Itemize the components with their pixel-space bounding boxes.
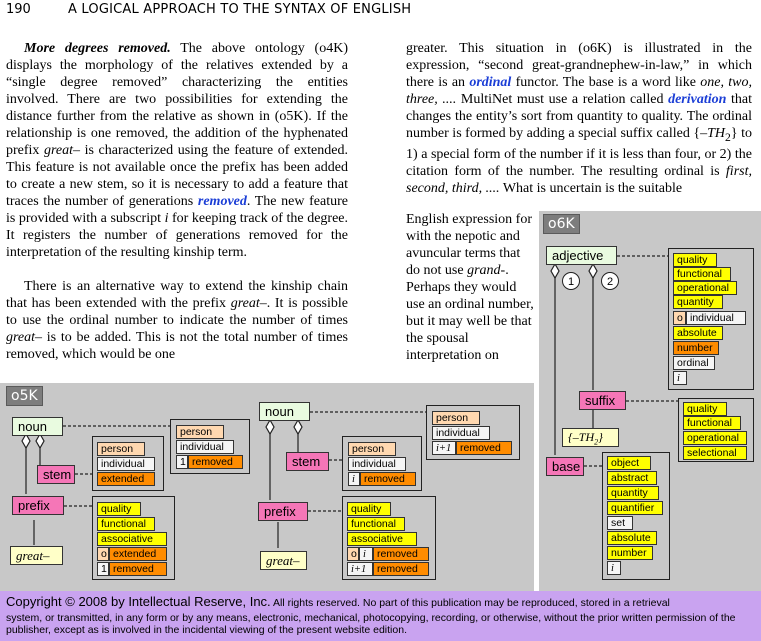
- page-number: 190: [6, 2, 31, 17]
- copyright-notice: Copyright © 2008 by Intellectual Reserve…: [6, 594, 271, 609]
- term-removed: removed: [197, 194, 247, 209]
- feature-row: quantifier: [607, 501, 663, 515]
- feature-row: ordinal: [673, 356, 715, 370]
- right-column: greater. This situation in (o6K) is illu…: [406, 40, 752, 197]
- adjective-node: adjective: [546, 246, 617, 265]
- great-node-2: great–: [260, 551, 307, 570]
- feature-row: abstract: [607, 471, 657, 485]
- diagram-o5k-tag: o5K: [6, 386, 43, 406]
- feature-row: operational: [683, 431, 747, 445]
- argument-2-circle: 2: [601, 272, 619, 290]
- feature-row: operational: [673, 281, 737, 295]
- running-title: A LOGICAL APPROACH TO THE SYNTAX OF ENGL…: [68, 2, 412, 17]
- feature-row: quality: [683, 402, 727, 416]
- stem-feature-box: person individual extended: [92, 436, 164, 491]
- running-header: 190 A LOGICAL APPROACH TO THE SYNTAX OF …: [4, 1, 759, 21]
- feature-row: number: [673, 341, 719, 355]
- right-column-narrow: English expression for with the nepotic …: [406, 212, 534, 363]
- feature-row: quality: [673, 253, 717, 267]
- feature-row: functional: [673, 267, 731, 281]
- feature-row: quantity: [607, 486, 659, 500]
- diagram-o6k-tag: o6K: [543, 214, 580, 234]
- feature-row: object: [607, 456, 651, 470]
- prefix-node-2: prefix: [258, 502, 308, 521]
- great-node: great–: [10, 546, 63, 565]
- paragraph-more-degrees: More degrees removed. The above ontology…: [6, 41, 348, 260]
- noun-node-2: noun: [259, 402, 310, 421]
- prefix-node: prefix: [12, 496, 64, 515]
- term-derivation: derivation: [668, 92, 727, 107]
- feature-row: absolute: [673, 326, 723, 340]
- th2-node: {–TH2}: [562, 428, 619, 447]
- prefix-feature-box: quality functional associative o extende…: [92, 496, 175, 580]
- left-column: More degrees removed. The above ontology…: [6, 40, 348, 363]
- prefix2-feature-box: quality functional associative o i remov…: [342, 496, 436, 580]
- paragraph-ordinal: greater. This situation in (o6K) is illu…: [406, 41, 753, 196]
- paragraph-heading: More degrees removed.: [24, 41, 171, 56]
- rights-statement: system, or transmitted, in any form or b…: [6, 612, 736, 636]
- feature-row: o: [673, 311, 686, 325]
- stem-node-2: stem: [286, 452, 329, 471]
- stem-node: stem: [37, 465, 75, 484]
- stem2-feature-box: person individual i removed: [342, 436, 422, 491]
- feature-row: functional: [683, 416, 741, 430]
- feature-row: selectional: [683, 446, 747, 460]
- copyright-footer: Copyright © 2008 by Intellectual Reserve…: [0, 591, 761, 641]
- feature-row: absolute: [607, 531, 657, 545]
- term-ordinal: ordinal: [469, 75, 512, 90]
- noun-node: noun: [12, 417, 63, 436]
- feature-row: number: [607, 546, 653, 560]
- feature-row: i: [673, 371, 687, 385]
- feature-row: quantity: [673, 295, 723, 309]
- argument-1-circle: 1: [562, 272, 580, 290]
- feature-row: i: [607, 561, 621, 575]
- feature-row: set: [607, 516, 633, 530]
- base-node: base: [546, 457, 584, 476]
- feature-row: individual: [686, 311, 746, 325]
- suffix-node: suffix: [579, 391, 626, 410]
- noun2-feature-box: person individual i+1 removed: [426, 405, 520, 460]
- noun-feature-box: person individual 1 removed: [170, 419, 250, 474]
- paragraph-alternative: There is an alternative way to extend th…: [6, 279, 349, 362]
